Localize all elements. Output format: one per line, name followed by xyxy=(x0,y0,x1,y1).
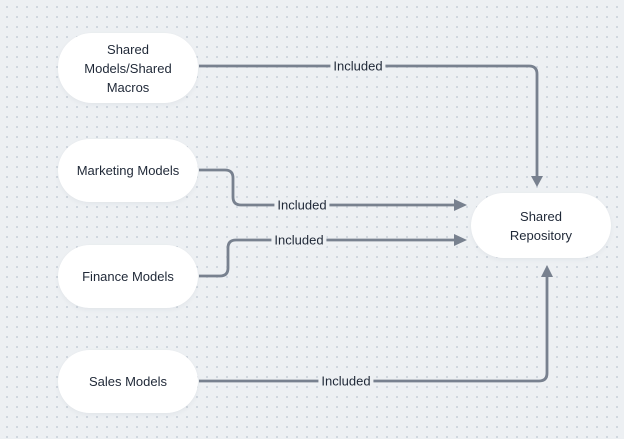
node-label: Sales Models xyxy=(88,374,168,389)
node-sales-models: Sales Models xyxy=(58,350,198,413)
arrowhead-up-icon xyxy=(541,265,553,277)
connector-shared-models-to-repo xyxy=(199,64,539,176)
node-label: Shared Repository xyxy=(509,208,573,243)
connector-sales-to-repo xyxy=(199,277,549,383)
node-marketing-models: Marketing Models xyxy=(58,139,198,202)
edge-label-included: Included xyxy=(271,232,327,248)
arrowhead-right-icon xyxy=(454,234,467,246)
edge-label-included: Included xyxy=(274,197,330,213)
edge-label-included: Included xyxy=(318,373,374,389)
node-shared-repository: Shared Repository xyxy=(471,193,611,258)
node-label: Finance Models xyxy=(82,269,174,284)
arrowhead-right-icon xyxy=(454,199,467,211)
arrowhead-down-icon xyxy=(531,176,543,187)
node-shared-models-shared-macros: Shared Models/Shared Macros xyxy=(58,33,198,103)
edge-label-included: Included xyxy=(330,58,386,74)
node-label: Marketing Models xyxy=(76,163,180,178)
node-finance-models: Finance Models xyxy=(58,245,198,308)
node-label: Shared Models/Shared Macros xyxy=(84,41,172,95)
